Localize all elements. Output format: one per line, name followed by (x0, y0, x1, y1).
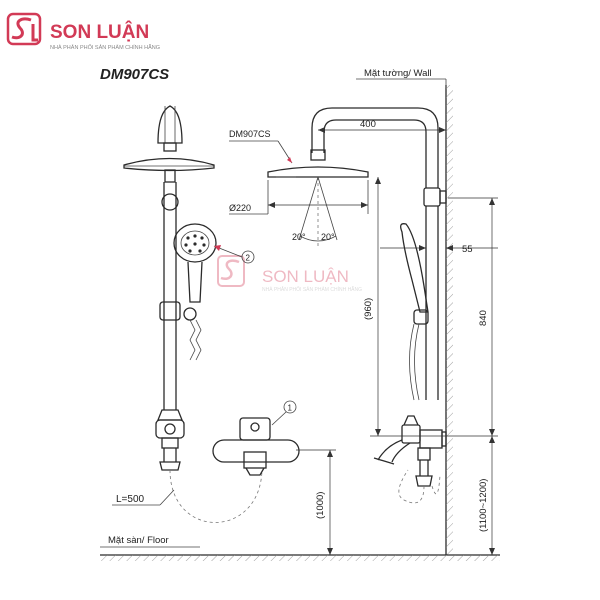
callout-1-marker (283, 400, 297, 414)
brand-logo: SON LUẬN NHÀ PHÂN PHỐI SẢN PHẨM CHÍNH HÃ… (6, 12, 160, 51)
mixer-body (212, 439, 300, 463)
front-view: 1 2 L=500 (112, 105, 300, 523)
mount-range-text: (1100~1200) (478, 479, 489, 532)
callout-2-label: 2 (246, 254, 251, 263)
hand-shower-front (173, 223, 217, 263)
spray-angle-right: 20° (321, 232, 335, 242)
watermark-mark-icon (217, 255, 245, 287)
watermark-brand-text: SON LUẬN (262, 267, 349, 286)
hose-length-label: L=500 (116, 494, 145, 505)
logo-brand-text: SON LUẬN (50, 21, 149, 43)
head-height-text: (960) (363, 298, 374, 320)
hose-path (169, 469, 263, 523)
head-model-label: DM907CS (229, 129, 271, 139)
column-height-dimension: 840 (448, 197, 498, 436)
logo-mark-icon (6, 12, 42, 46)
logo-tagline: NHÀ PHÂN PHỐI SẢN PHẨM CHÍNH HÃNG (50, 44, 160, 51)
watermark-tagline: NHÀ PHÂN PHỐI SẢN PHẨM CHÍNH HÃNG (262, 286, 362, 293)
spray-angle-left: 20° (292, 232, 306, 242)
hand-shower-side (400, 223, 429, 313)
column-height-text: 840 (478, 310, 489, 326)
floor (100, 554, 500, 561)
wall (445, 85, 453, 555)
callout-1-label: 1 (288, 404, 293, 413)
arm-width-text: 400 (360, 119, 376, 130)
mount-range-dimension: (1100~1200) (478, 436, 495, 555)
watermark-logo: SON LUẬN NHÀ PHÂN PHỐI SẢN PHẨM CHÍNH HÃ… (217, 255, 362, 293)
model-title: DM907CS (100, 66, 169, 83)
shower-head-side (267, 166, 369, 178)
head-diameter-text: Ø220 (229, 203, 251, 213)
floor-label: Mặt sàn/ Floor (108, 535, 169, 546)
wall-label: Mặt tường/ Wall (364, 68, 432, 79)
bracket-offset-text: 55 (462, 244, 473, 255)
faucet-height-dimension: (1000) (296, 449, 336, 555)
faucet-height-text: (1000) (315, 492, 326, 519)
side-view: 20° 20° DM907CS Ø220 400 (229, 107, 498, 504)
head-height-dimension: (960) (363, 177, 498, 437)
